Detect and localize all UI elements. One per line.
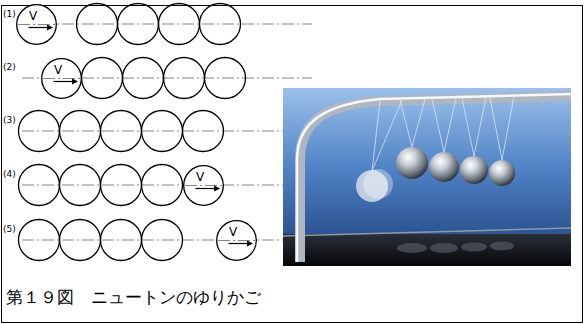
ball-node: V	[41, 58, 82, 99]
row-number: (2)	[3, 62, 16, 72]
row-number: (4)	[3, 169, 16, 179]
cradle-photo	[283, 88, 571, 266]
velocity-label: V	[196, 171, 204, 183]
velocity-label: V	[54, 64, 62, 76]
row-number: (1)	[3, 9, 16, 19]
balls	[19, 4, 246, 261]
figure-caption: 第１９図 ニュートンのゆりかご	[6, 287, 261, 307]
row-number: (5)	[3, 224, 16, 234]
ball-node: V	[183, 165, 224, 206]
center-lines	[22, 24, 312, 240]
velocity-label: V	[229, 226, 237, 238]
ball-node: V	[216, 220, 257, 261]
velocity-label: V	[29, 10, 37, 22]
figure-frame	[2, 6, 583, 323]
ball-node: V	[16, 4, 57, 45]
row-number: (3)	[3, 115, 16, 125]
